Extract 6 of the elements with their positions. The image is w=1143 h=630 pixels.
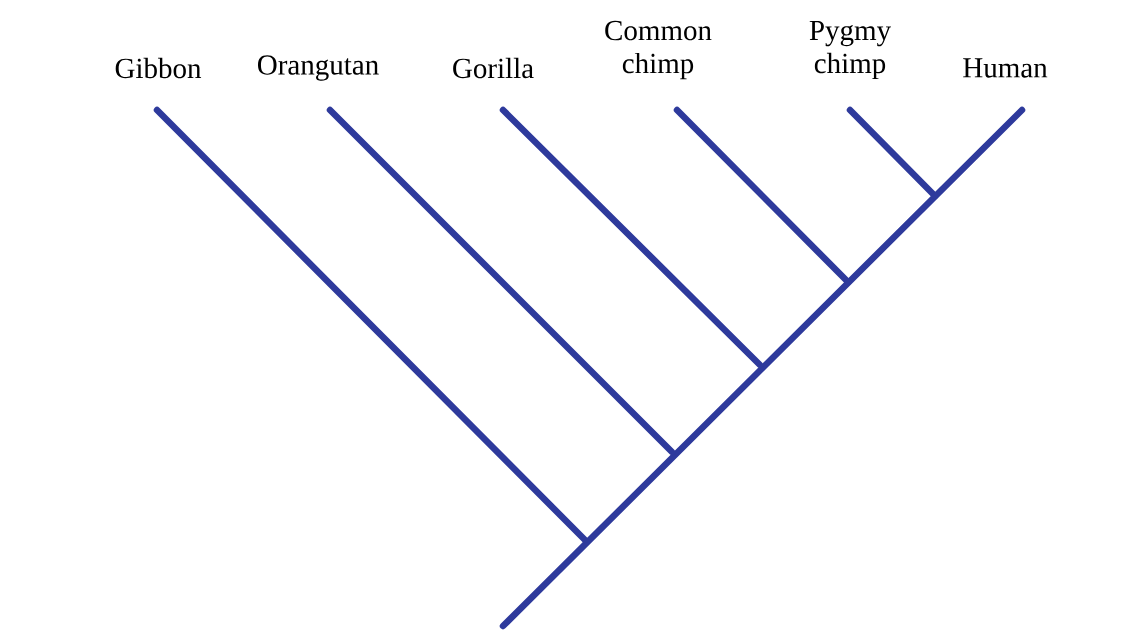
species-label: Pygmy chimp — [809, 20, 891, 80]
species-label: Gorilla — [453, 57, 534, 79]
species-label: Orangutan — [258, 55, 379, 81]
species-label: Gibbon — [115, 57, 202, 79]
species-label: Common chimp — [605, 20, 712, 80]
species-label: Human — [963, 58, 1048, 78]
